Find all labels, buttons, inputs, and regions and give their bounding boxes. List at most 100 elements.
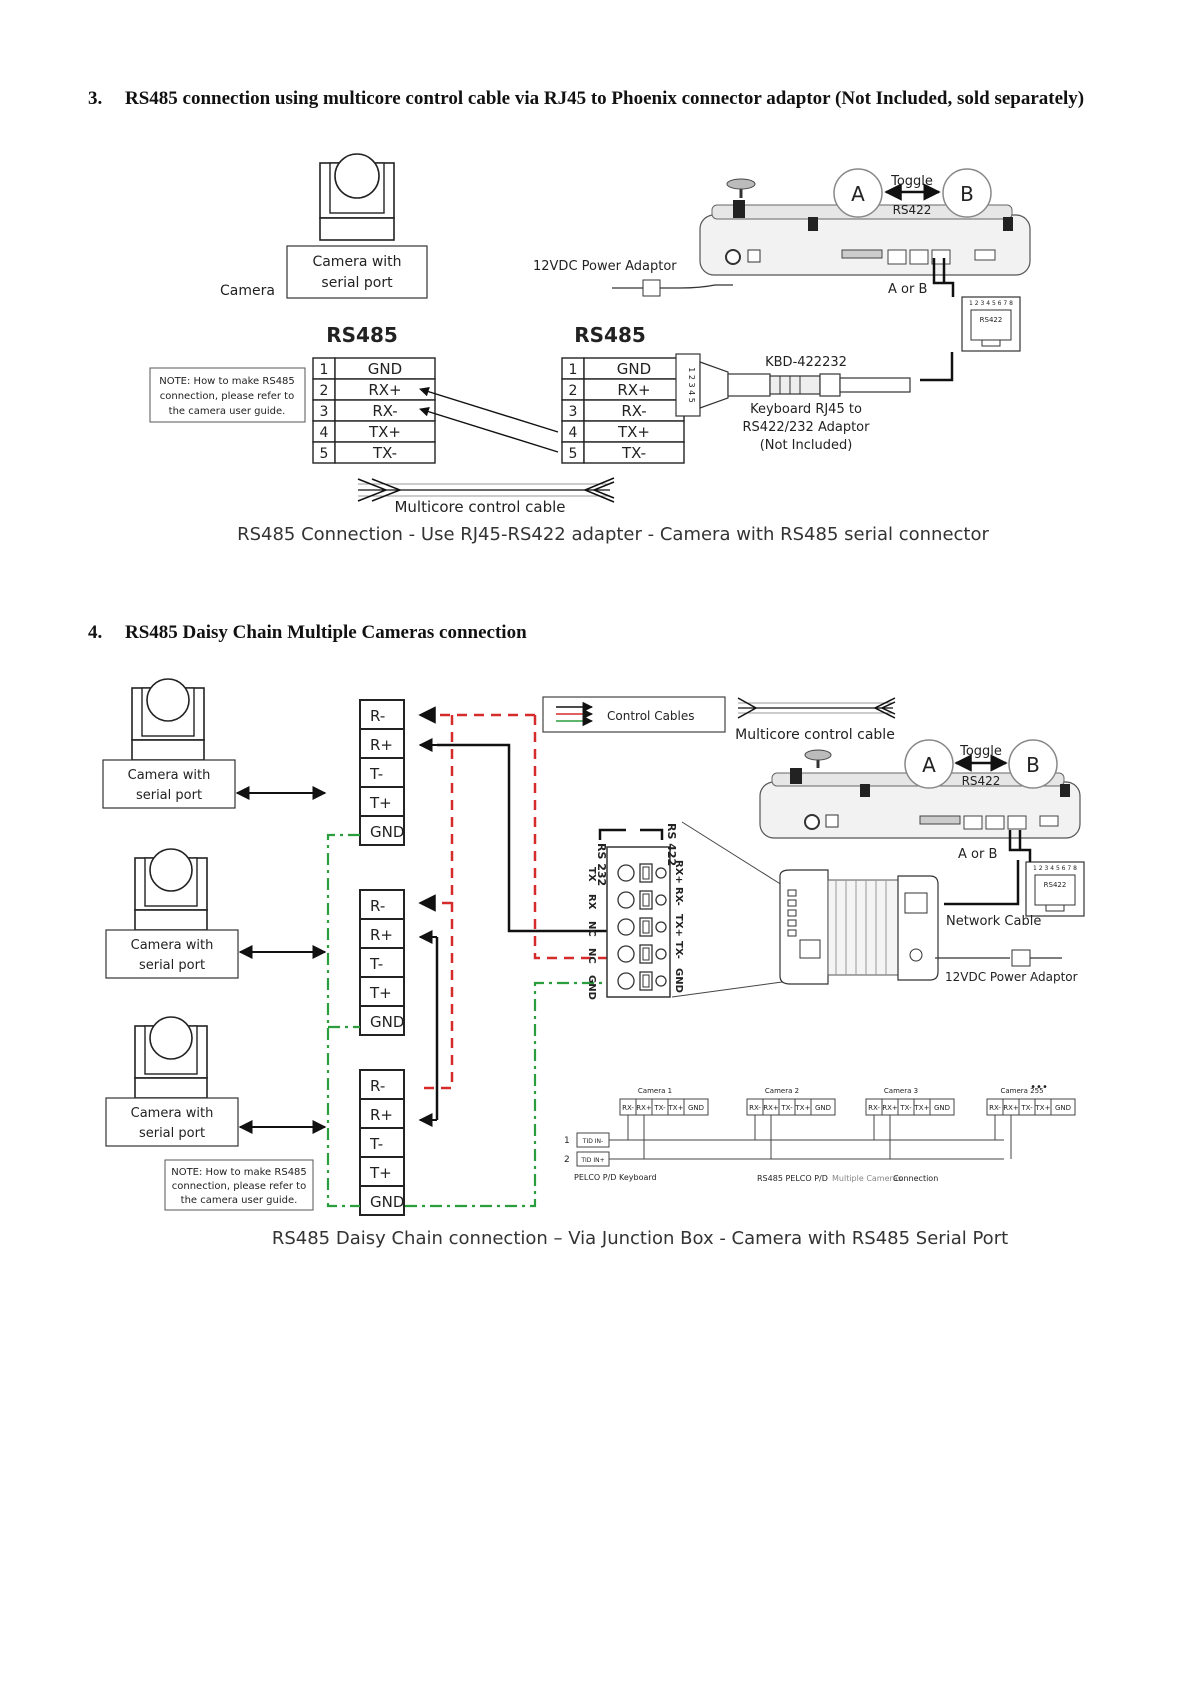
- chain-terminal-label: RX-: [989, 1104, 1001, 1112]
- terminal-label: R-: [370, 897, 385, 915]
- section3-number: 3.: [88, 88, 102, 109]
- rj45-port-icon-2: [1025, 861, 1085, 917]
- camera-lens: [146, 678, 190, 722]
- a-or-b-label-2: A or B: [958, 847, 997, 862]
- left-pin-number: 5: [320, 446, 329, 462]
- port-numbers-2: 1 2 3 4 5 6 7 8: [1033, 865, 1077, 872]
- chain-terminal-label: GND: [688, 1104, 704, 1112]
- camera-box: [105, 1097, 239, 1147]
- multicore-cable-label: Multicore control cable: [394, 498, 565, 516]
- camera-label: Camera: [220, 283, 275, 299]
- port-rs422-label-2: RS422: [1044, 881, 1067, 889]
- jb-slot-inner: [642, 974, 650, 988]
- camera-box-line1: Camera with: [131, 938, 214, 953]
- jb-left-label: GND: [586, 975, 597, 1000]
- jb-rs422-label: RS 422: [665, 823, 678, 866]
- chain-terminal-label: RX+: [1003, 1104, 1019, 1112]
- multicore-cable-icon: [357, 477, 615, 503]
- right-pin-number: 4: [569, 425, 578, 441]
- a-or-b-label: A or B: [888, 282, 927, 297]
- connection-label-a: RS485 PELCO P/D: [757, 1174, 828, 1183]
- chain-terminal-label: RX+: [636, 1104, 652, 1112]
- chain-terminal-label: TX-: [653, 1104, 666, 1112]
- jb-right-label: RX+: [673, 860, 684, 884]
- terminal-cell: [359, 1005, 405, 1036]
- jb-screw: [617, 891, 635, 909]
- wire-r-plus-main: [437, 743, 620, 933]
- chain-terminal-label: GND: [934, 1104, 950, 1112]
- camera-icon: [131, 678, 205, 761]
- camera-base: [134, 1077, 208, 1099]
- toggle-label: Toggle: [890, 174, 933, 189]
- right-pin-label: TX+: [617, 423, 650, 441]
- left-pin-number: 1: [320, 362, 329, 378]
- jb-screw: [617, 864, 635, 882]
- left-pin-label: TX-: [372, 444, 397, 462]
- note-line2: connection, please refer to: [160, 391, 294, 402]
- jb-left-label: NC: [586, 921, 597, 937]
- tid-number-2: 2: [564, 1155, 570, 1165]
- terminal-cell: [359, 947, 405, 978]
- connection-label-c: Connection: [893, 1174, 938, 1183]
- chain-terminal-label: TX+: [914, 1104, 930, 1112]
- note2-line1: NOTE: How to make RS485: [171, 1167, 307, 1178]
- wire-gnd-chain: [326, 833, 360, 1208]
- left-pin-label: TX+: [368, 423, 401, 441]
- terminal-label: R-: [370, 1077, 385, 1095]
- jb-slot-inner: [642, 893, 650, 907]
- chain-terminal-cell: [929, 1098, 955, 1116]
- terminal-cell: [359, 1185, 405, 1216]
- left-pin-number: 2: [320, 383, 329, 399]
- terminal-label: T+: [369, 1164, 392, 1182]
- camera-box-line1: Camera with: [131, 1106, 214, 1121]
- chain-terminal-label: RX+: [882, 1104, 898, 1112]
- right-pin-number: 2: [569, 383, 578, 399]
- chain-terminal-label: GND: [815, 1104, 831, 1112]
- keyboard-label: PELCO P/D Keyboard: [574, 1173, 657, 1182]
- right-pin-label: TX-: [621, 444, 646, 462]
- note2-line3: the camera user guide.: [181, 1195, 298, 1206]
- terminal-cell: [359, 815, 405, 846]
- chain-terminal-label: RX-: [622, 1104, 634, 1112]
- legend-label: Control Cables: [607, 709, 695, 723]
- rs422-label: RS422: [893, 203, 932, 217]
- port-numbers: 1 2 3 4 5 6 7 8: [969, 300, 1013, 307]
- chain-terminal-label: RX-: [868, 1104, 880, 1112]
- keyboard-controller-icon-2: [759, 749, 1081, 839]
- left-label-cell: [334, 441, 436, 464]
- toggle-b-label-2: B: [1026, 753, 1040, 777]
- jb-right-label: TX+: [673, 914, 684, 937]
- camera-lens: [149, 848, 193, 892]
- right-pin-label: RX+: [617, 381, 650, 399]
- jb-rs232-label: RS 232: [595, 843, 608, 886]
- network-cable-label: Network Cable: [946, 914, 1041, 929]
- camera-box-line1: Camera with: [128, 768, 211, 783]
- camera-box-line2: serial port: [136, 788, 202, 803]
- section3-caption: RS485 Connection - Use RJ45-RS422 adapte…: [237, 524, 989, 545]
- adaptor-desc-line3: (Not Included): [760, 438, 853, 453]
- wire-tx-plus-to-rx-plus: [419, 386, 559, 433]
- jb-slot-inner: [642, 866, 650, 880]
- toggle-label-2: Toggle: [959, 744, 1002, 759]
- right-label-cell: [583, 441, 685, 464]
- camera-box: [105, 929, 239, 979]
- jb-pin: [655, 867, 667, 879]
- keyboard-port-link-2: [1008, 830, 1032, 862]
- junction-box-device-icon: [779, 869, 939, 985]
- chain-terminal-label: TX-: [1020, 1104, 1033, 1112]
- note-line3: the camera user guide.: [169, 406, 286, 417]
- section4-caption: RS485 Daisy Chain connection – Via Junct…: [272, 1228, 1008, 1249]
- terminal-cell: [359, 728, 405, 759]
- jb-zoom-line-top: [681, 821, 783, 886]
- terminal-label: GND: [370, 823, 404, 841]
- toggle-b-circle-2: [1008, 739, 1058, 789]
- jb-left-label: NC: [586, 948, 597, 964]
- rs422-label-2: RS422: [962, 774, 1001, 788]
- note-box-2: [164, 1159, 314, 1211]
- terminal-label: T-: [369, 955, 383, 973]
- jb-bracket: [598, 828, 664, 840]
